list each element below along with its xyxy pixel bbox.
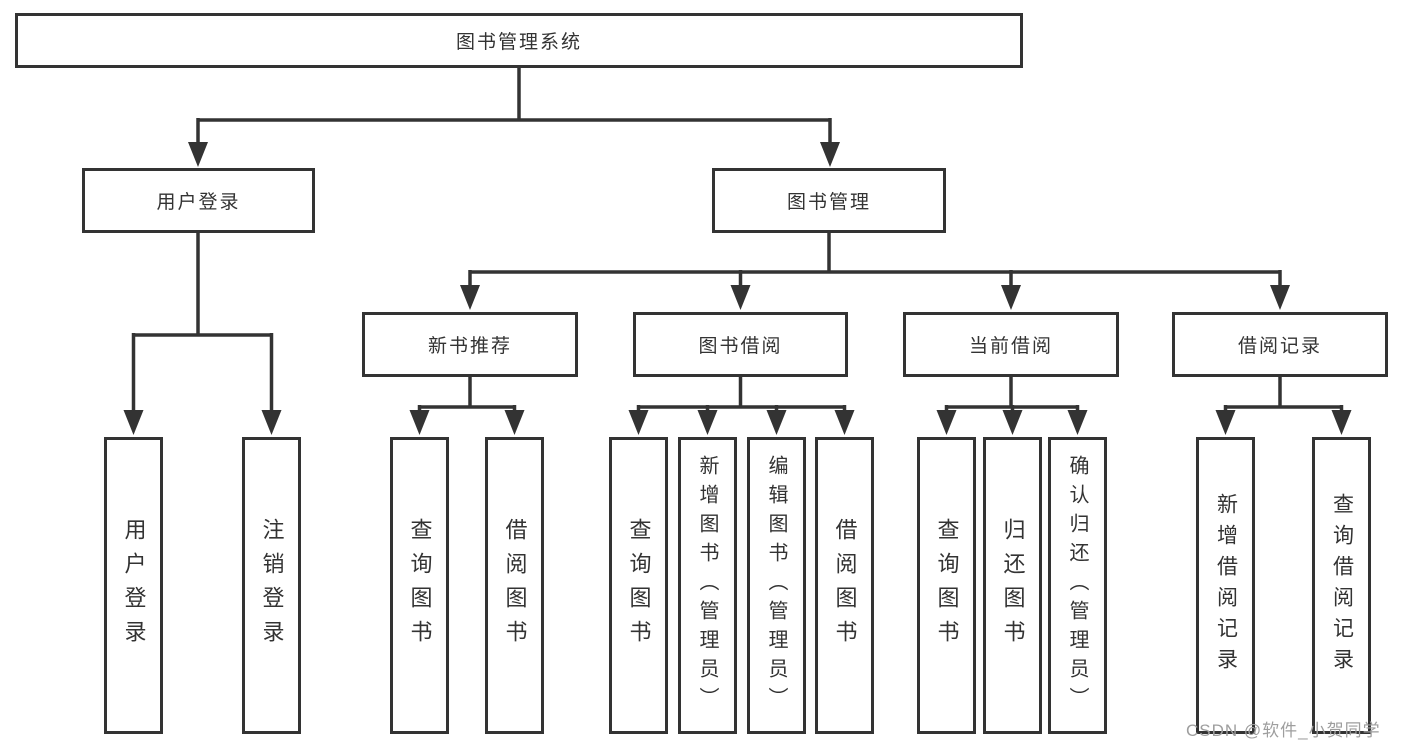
node-new-book-recommend: 新书推荐 [362, 312, 578, 377]
leaf-query-book-1: 查询图书 [390, 437, 449, 734]
arrowhead-down-icon [834, 410, 855, 435]
leaf-logout: 注销登录 [242, 437, 301, 734]
arrowhead-down-icon [697, 410, 718, 435]
leaf-borrow-book-2: 借阅图书 [815, 437, 874, 734]
leaf-borrow-book-1: 借阅图书 [485, 437, 544, 734]
arrowhead-down-icon [1002, 410, 1023, 435]
leaf-query-borrow-record: 查询借阅记录 [1312, 437, 1371, 734]
csdn-watermark: CSDN @软件_小贺同学 [1186, 721, 1381, 740]
arrowhead-down-icon [1001, 285, 1021, 310]
arrowhead-down-icon [766, 410, 787, 435]
arrowhead-down-icon [1331, 410, 1352, 435]
leaf-add-borrow-record: 新增借阅记录 [1196, 437, 1255, 734]
node-root: 图书管理系统 [15, 13, 1023, 68]
arrowhead-down-icon [1067, 410, 1088, 435]
arrowhead-down-icon [504, 410, 525, 435]
arrowhead-down-icon [730, 285, 751, 310]
arrowhead-down-icon [936, 410, 957, 435]
arrowhead-down-icon [409, 410, 430, 435]
leaf-query-book-3: 查询图书 [917, 437, 976, 734]
arrowhead-down-icon [261, 410, 282, 435]
node-borrow-records: 借阅记录 [1172, 312, 1388, 377]
leaf-return-book: 归还图书 [983, 437, 1042, 734]
node-book-management: 图书管理 [712, 168, 946, 233]
arrowhead-down-icon [1215, 410, 1236, 435]
arrowhead-down-icon [188, 142, 208, 167]
arrowhead-down-icon [820, 142, 840, 167]
arrowhead-down-icon [123, 410, 144, 435]
leaf-confirm-return-admin: 确认归还（管理员） [1048, 437, 1107, 734]
leaf-edit-book-admin: 编辑图书（管理员） [747, 437, 806, 734]
node-user-login: 用户登录 [82, 168, 315, 233]
node-book-borrow: 图书借阅 [633, 312, 848, 377]
leaf-add-book-admin: 新增图书（管理员） [678, 437, 737, 734]
arrowhead-down-icon [1270, 285, 1290, 310]
arrowhead-down-icon [460, 285, 480, 310]
leaf-query-book-2: 查询图书 [609, 437, 668, 734]
node-current-borrow: 当前借阅 [903, 312, 1119, 377]
leaf-user-login: 用户登录 [104, 437, 163, 734]
arrowhead-down-icon [628, 410, 649, 435]
